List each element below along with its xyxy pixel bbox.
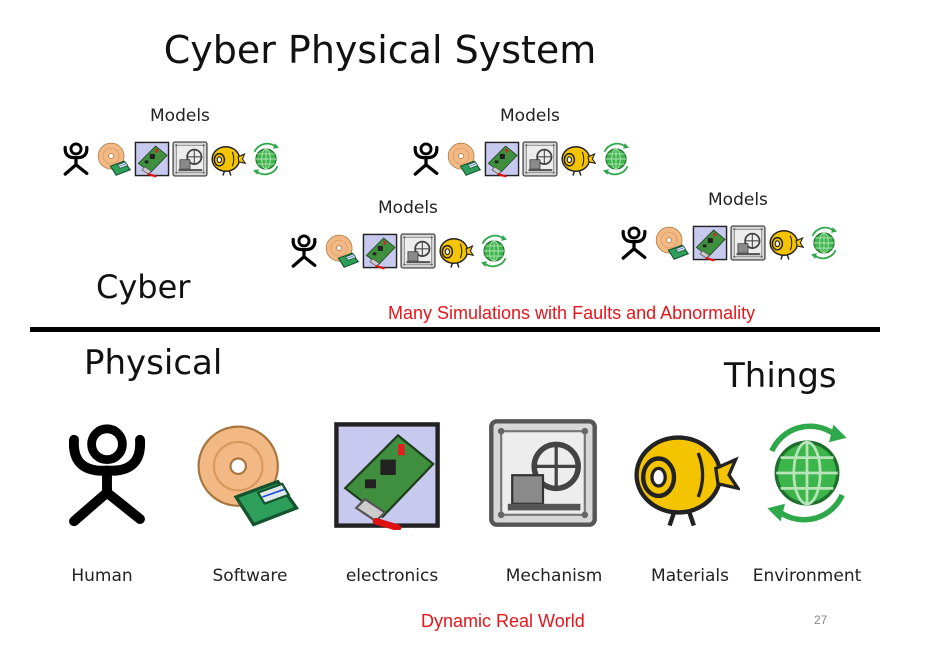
models-label-3: Models	[378, 198, 438, 218]
human-icon	[52, 420, 162, 530]
thing-label-environment: Environment	[752, 566, 862, 586]
materials-icon	[560, 138, 596, 180]
environment-icon	[476, 230, 512, 272]
model-group-3	[286, 230, 512, 272]
materials-icon	[210, 138, 246, 180]
models-label-2: Models	[500, 106, 560, 126]
materials-icon	[438, 230, 474, 272]
model-group-4	[616, 222, 842, 264]
human-icon	[616, 222, 652, 264]
models-label-1: Models	[150, 106, 210, 126]
mechanism-icon	[400, 230, 436, 272]
human-icon	[408, 138, 444, 180]
mechanism-icon	[488, 418, 598, 528]
software-icon	[324, 230, 360, 272]
materials-icon	[768, 222, 804, 264]
environment-icon	[806, 222, 842, 264]
page-title: Cyber Physical System	[163, 28, 597, 72]
physical-label: Physical	[84, 343, 223, 383]
mechanism-icon	[522, 138, 558, 180]
thing-label-software: Software	[212, 566, 288, 586]
environment-icon	[752, 418, 862, 528]
page-number: 27	[814, 613, 828, 627]
electronics-icon	[134, 138, 170, 180]
cyber-label: Cyber	[96, 268, 191, 306]
thing-label-materials: Materials	[651, 566, 729, 586]
mechanism-icon	[172, 138, 208, 180]
software-icon	[654, 222, 690, 264]
thing-label-electronics: electronics	[345, 566, 439, 586]
software-icon	[446, 138, 482, 180]
real-world-caption: Dynamic Real World	[421, 611, 585, 631]
environment-icon	[248, 138, 284, 180]
cyber-physical-divider	[30, 327, 880, 332]
model-group-1	[58, 138, 284, 180]
software-icon	[192, 420, 302, 530]
electronics-icon	[692, 222, 728, 264]
software-icon	[96, 138, 132, 180]
human-icon	[58, 138, 94, 180]
mechanism-icon	[730, 222, 766, 264]
simulations-caption: Many Simulations with Faults and Abnorma…	[388, 303, 756, 323]
thing-label-mechanism: Mechanism	[505, 566, 603, 586]
models-label-4: Models	[708, 190, 768, 210]
model-group-2	[408, 138, 634, 180]
environment-icon	[598, 138, 634, 180]
electronics-icon	[362, 230, 398, 272]
electronics-icon	[332, 420, 442, 530]
thing-label-human: Human	[71, 566, 133, 586]
electronics-icon	[484, 138, 520, 180]
human-icon	[286, 230, 322, 272]
materials-icon	[630, 420, 740, 530]
things-label: Things	[724, 356, 837, 396]
